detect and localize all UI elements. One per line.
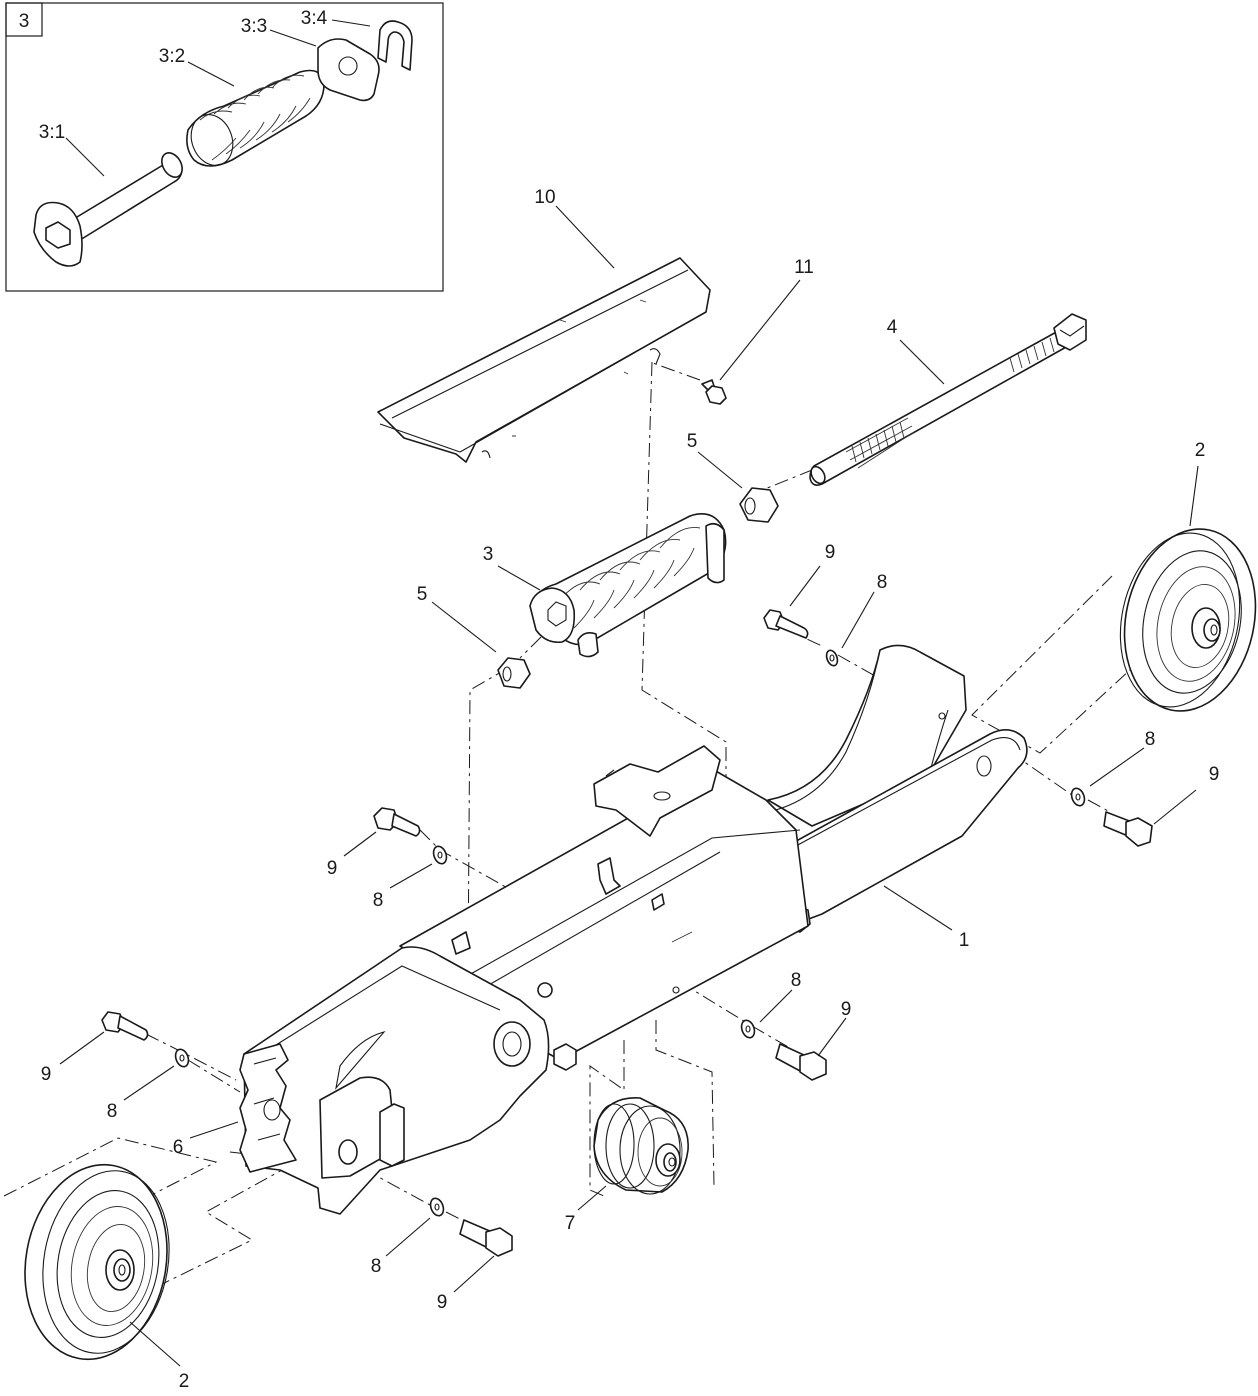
callout-leaders bbox=[59, 205, 1199, 1367]
detail-frame bbox=[5, 2, 444, 292]
bolt-9-center bbox=[775, 1043, 827, 1081]
detail-label: 3 bbox=[19, 11, 30, 32]
callout-9-right: 9 bbox=[1209, 764, 1220, 785]
callout-7: 7 bbox=[565, 1213, 576, 1234]
part-7-track-roller bbox=[593, 1097, 689, 1195]
detail-inset-3: 3 3:1 3:2 3:3 3:4 bbox=[5, 2, 444, 292]
callout-8-right: 8 bbox=[1145, 729, 1156, 750]
part-3-spring-assembly bbox=[529, 513, 727, 658]
callout-9-left-mid: 9 bbox=[327, 858, 338, 879]
detail-label-box bbox=[5, 2, 43, 37]
washer-8-bottom bbox=[429, 1197, 445, 1217]
bolt-9-upper bbox=[763, 609, 809, 639]
bolt-9-bottom bbox=[459, 1219, 513, 1257]
callout-numbers: 10 11 4 5 5 3 2 9 8 8 9 9 8 1 8 9 9 8 6 … bbox=[41, 187, 1220, 1392]
callout-8-center: 8 bbox=[791, 970, 802, 991]
part-3-2-spring bbox=[186, 69, 325, 167]
washer-8-right bbox=[1070, 787, 1086, 807]
part-2-idler-wheel-lower bbox=[24, 1163, 170, 1361]
bolt-9-left-mid bbox=[373, 807, 421, 837]
callout-2-lower: 2 bbox=[179, 1371, 190, 1392]
callout-5-lower: 5 bbox=[417, 584, 428, 605]
callout-2-upper: 2 bbox=[1195, 440, 1206, 461]
callout-3-3: 3:3 bbox=[241, 16, 267, 37]
bolt-9-far-left bbox=[101, 1011, 149, 1041]
callout-9-far-left: 9 bbox=[41, 1064, 52, 1085]
callout-9-bottom: 9 bbox=[437, 1292, 448, 1313]
callout-3-1: 3:1 bbox=[39, 122, 65, 143]
callout-5-upper: 5 bbox=[687, 431, 698, 452]
callout-9-upper: 9 bbox=[825, 542, 836, 563]
washer-8-center bbox=[740, 1019, 756, 1039]
callout-1: 1 bbox=[959, 930, 970, 951]
callout-3: 3 bbox=[483, 544, 494, 565]
callout-8-far-left: 8 bbox=[107, 1101, 118, 1122]
callout-9-center: 9 bbox=[841, 999, 852, 1020]
callout-11: 11 bbox=[794, 257, 814, 278]
part-4-threaded-rod bbox=[809, 313, 1087, 486]
part-3-4-clip bbox=[377, 20, 413, 71]
washer-8-upper bbox=[825, 649, 839, 667]
callout-8-upper: 8 bbox=[877, 572, 888, 593]
part-5-nut-upper bbox=[739, 487, 779, 523]
callout-6: 6 bbox=[173, 1137, 184, 1158]
callout-4: 4 bbox=[887, 317, 898, 338]
washer-8-far-left bbox=[174, 1048, 190, 1068]
washer-8-left-mid bbox=[432, 845, 448, 865]
part-3-1-guide-rod bbox=[33, 152, 183, 267]
part-5-nut-lower bbox=[497, 657, 531, 689]
bolt-9-right bbox=[1103, 811, 1153, 847]
part-3-3-plate bbox=[317, 38, 380, 102]
part-11-bolt bbox=[701, 379, 727, 405]
part-2-idler-wheel-upper bbox=[1119, 528, 1257, 712]
callout-3-2: 3:2 bbox=[159, 46, 185, 67]
part-1-main-frame bbox=[239, 644, 1028, 1215]
callout-8-bottom: 8 bbox=[371, 1256, 382, 1277]
callout-8-left-mid: 8 bbox=[373, 890, 384, 911]
callout-3-4: 3:4 bbox=[301, 8, 328, 29]
callout-10: 10 bbox=[534, 187, 555, 208]
part-10-cover bbox=[377, 257, 711, 463]
